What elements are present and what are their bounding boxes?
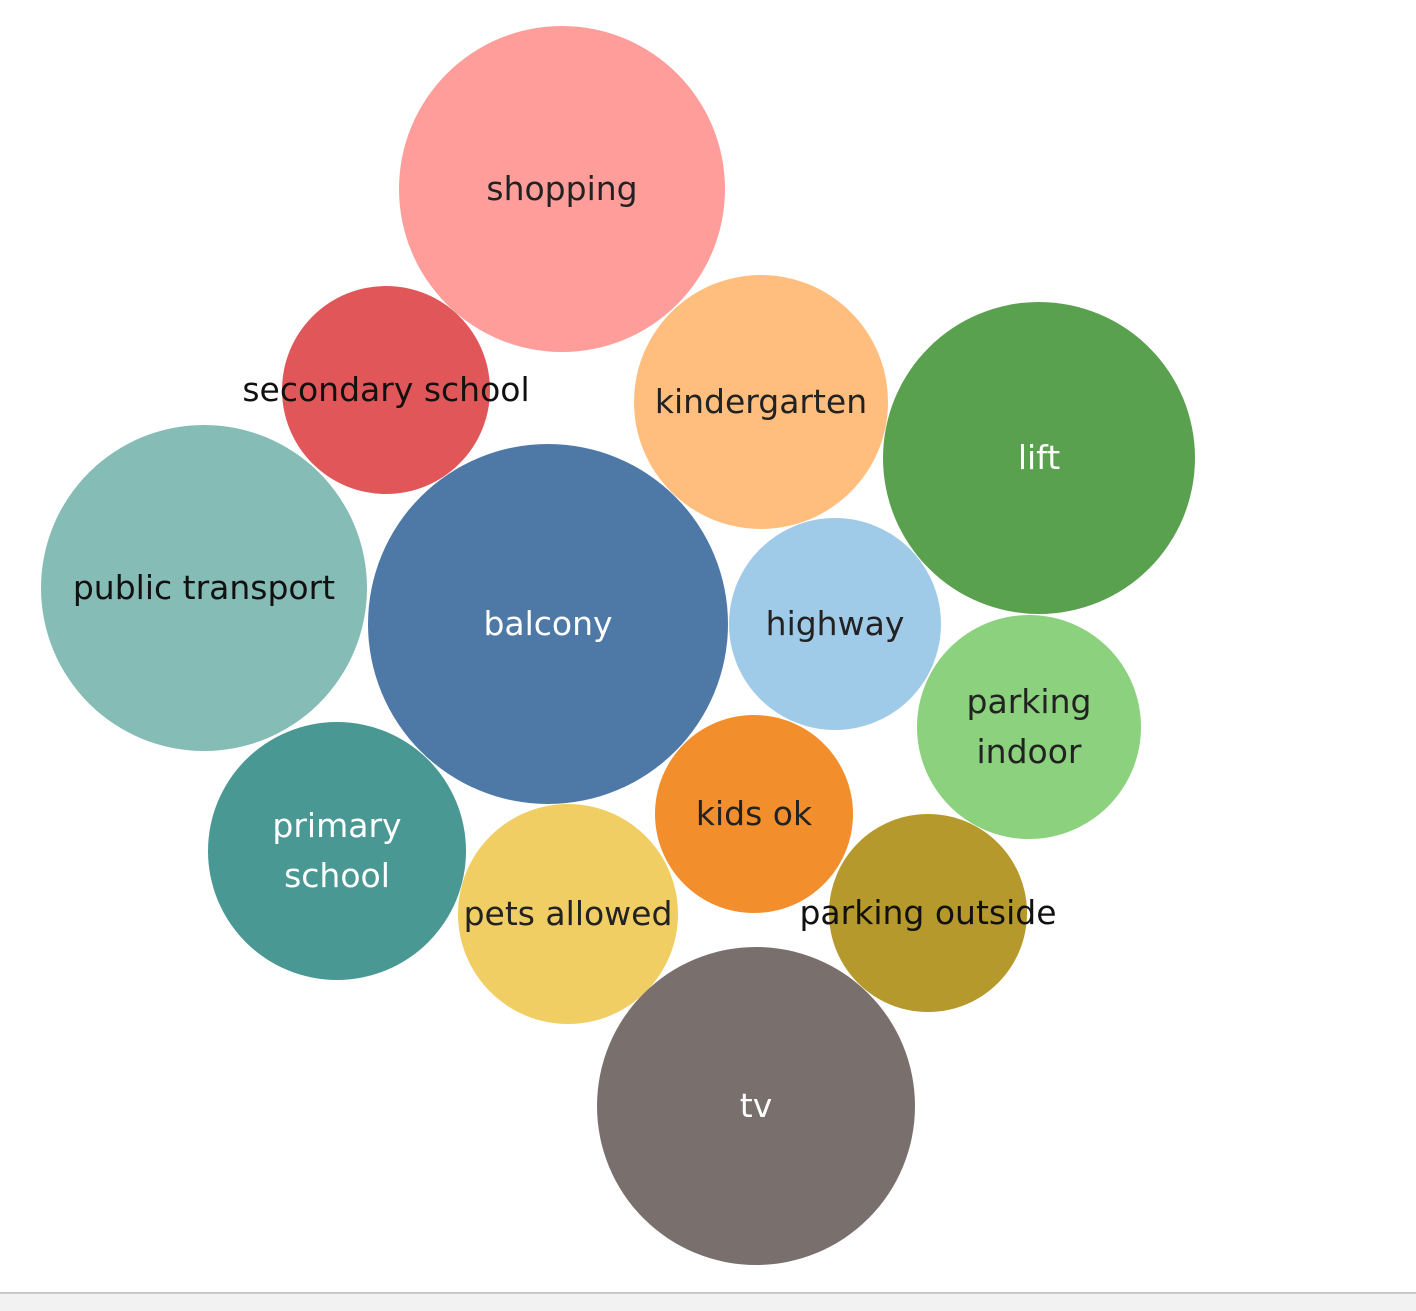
bubble-label-shopping: shopping <box>486 169 637 208</box>
bubble-highway[interactable] <box>729 518 941 730</box>
bubble-kids-ok[interactable] <box>655 715 853 913</box>
bottom-scroll-bar <box>0 1292 1416 1311</box>
bubble-label-public-transport: public transport <box>73 568 335 607</box>
bubble-label-pets-allowed: pets allowed <box>464 894 673 933</box>
bubble-primary-school[interactable] <box>208 722 466 980</box>
bubble-secondary-school[interactable] <box>282 286 490 494</box>
bubble-label-balcony: balcony <box>483 604 612 643</box>
bubble-label-secondary-school: secondary school <box>242 370 529 409</box>
bubble-tv[interactable] <box>597 947 915 1265</box>
bubble-pets-allowed[interactable] <box>458 804 678 1024</box>
bubble-balcony[interactable] <box>368 444 728 804</box>
bubble-kindergarten[interactable] <box>634 275 888 529</box>
bubble-label-parking-outside: parking outside <box>799 893 1056 932</box>
bubble-label-kids-ok: kids ok <box>696 794 813 833</box>
bubble-parking-indoor[interactable] <box>917 615 1141 839</box>
bubble-label-lift: lift <box>1018 438 1060 477</box>
bubble-label-highway: highway <box>766 604 905 643</box>
bubble-label-tv: tv <box>740 1086 772 1125</box>
bubble-lift[interactable] <box>883 302 1195 614</box>
bubble-label-kindergarten: kindergarten <box>655 382 867 421</box>
bubble-shopping[interactable] <box>399 26 725 352</box>
bubble-public-transport[interactable] <box>41 425 367 751</box>
bubble-parking-outside[interactable] <box>829 814 1027 1012</box>
